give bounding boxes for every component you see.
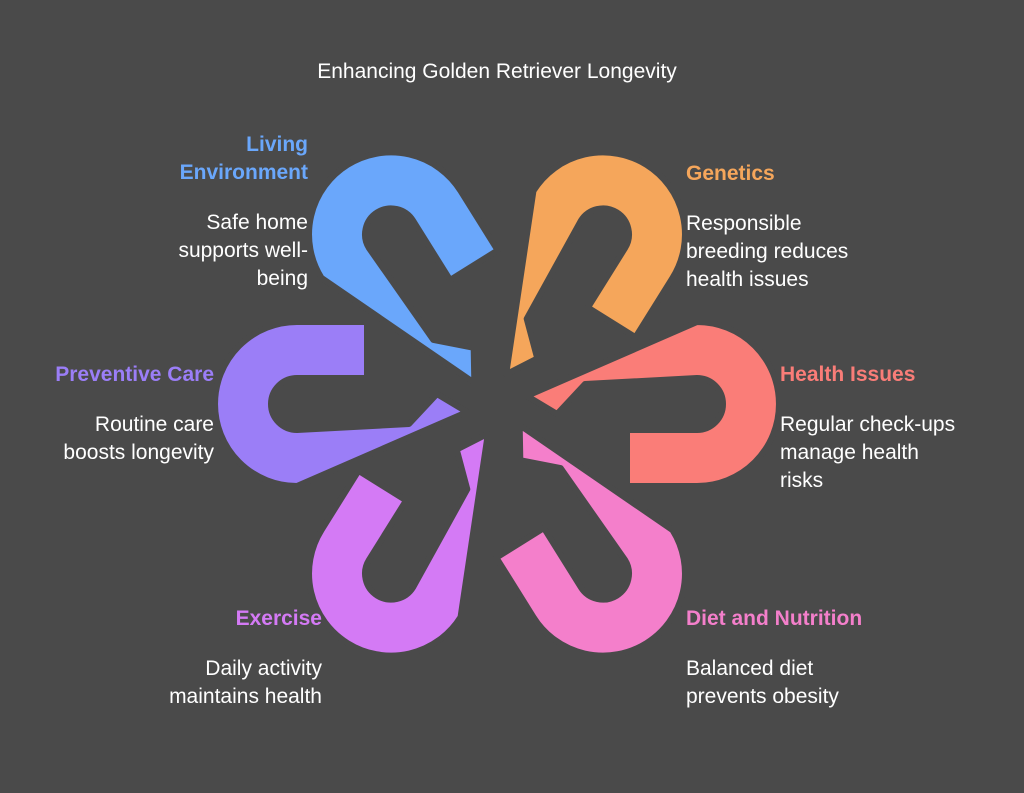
factor-exercise-heading: Exercise	[235, 607, 322, 630]
factor-living-environment-description: Safe home supports well- being	[8, 209, 308, 293]
factor-health-issues-description-line: manage health	[780, 441, 919, 464]
factor-genetics-description: Responsible breeding reduces health issu…	[686, 210, 986, 294]
diagram-title: Enhancing Golden Retriever Longevity	[317, 60, 677, 83]
factor-preventive-care: Preventive Care Routine care boosts long…	[0, 361, 214, 467]
loop-preventive	[212, 319, 470, 489]
factor-diet-nutrition: Diet and Nutrition Balanced diet prevent…	[686, 605, 986, 711]
loop-health	[524, 319, 782, 489]
factor-living-environment-heading: Living Environment	[8, 131, 308, 187]
factor-genetics-description-line: Responsible	[686, 212, 802, 235]
factor-living-environment-description-line: supports well-	[178, 239, 308, 262]
factor-genetics: Genetics Responsible breeding reduces he…	[686, 160, 986, 294]
factor-living-environment-description-line: being	[256, 267, 308, 290]
loop-exercise	[306, 430, 491, 659]
loop-diet	[493, 422, 688, 659]
factor-exercise-description-line: maintains health	[169, 685, 322, 708]
factor-diet-nutrition-description: Balanced diet prevents obesity	[686, 655, 986, 711]
factor-living-environment-description-line: Safe home	[206, 211, 308, 234]
factor-health-issues-heading: Health Issues	[780, 363, 916, 386]
factor-preventive-care-description-line: boosts longevity	[63, 441, 214, 464]
factor-preventive-care-description-line: Routine care	[94, 413, 214, 436]
loop-genetics	[503, 149, 688, 378]
factor-genetics-description-line: breeding reduces	[686, 240, 849, 263]
factor-living-environment-heading-line: Living	[246, 133, 308, 156]
factor-exercise-description: Daily activity maintains health	[22, 655, 322, 711]
factor-health-issues-description-line: Regular check-ups	[780, 413, 956, 436]
loop-living	[306, 149, 501, 386]
factor-preventive-care-heading: Preventive Care	[55, 363, 214, 386]
factor-health-issues-description-line: risks	[780, 469, 824, 492]
factor-diet-nutrition-description-line: prevents obesity	[686, 685, 839, 708]
factor-genetics-description-line: health issues	[686, 268, 809, 291]
factor-health-issues: Health Issues Regular check-ups manage h…	[780, 361, 1024, 495]
factor-living-environment: Living Environment Safe home supports we…	[8, 131, 308, 293]
factor-health-issues-description: Regular check-ups manage health risks	[780, 411, 1024, 495]
factor-genetics-heading: Genetics	[686, 162, 775, 185]
factor-exercise-description-line: Daily activity	[205, 657, 322, 680]
factor-living-environment-heading-line: Environment	[179, 161, 308, 184]
factor-diet-nutrition-heading: Diet and Nutrition	[686, 607, 863, 630]
factor-exercise: Exercise Daily activity maintains health	[22, 605, 322, 711]
factor-preventive-care-description: Routine care boosts longevity	[0, 411, 214, 467]
factor-diet-nutrition-description-line: Balanced diet	[686, 657, 814, 680]
